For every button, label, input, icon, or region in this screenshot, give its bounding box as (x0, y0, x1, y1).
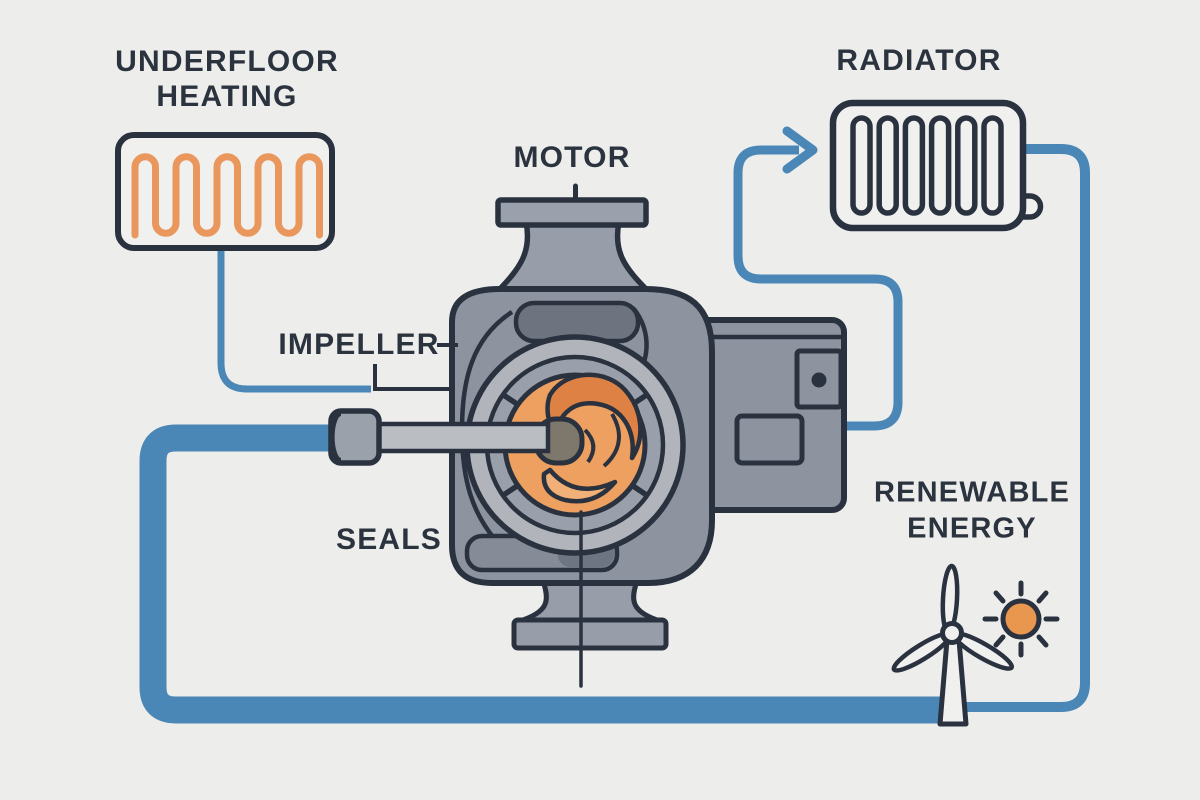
underfloor-heating-icon (115, 132, 335, 251)
motor-nameplate (734, 413, 805, 466)
heating-coil-icon (131, 153, 323, 239)
label-motor: MOTOR (513, 141, 631, 174)
label-renewable-energy-line1: RENEWABLE (873, 476, 1071, 509)
label-impeller: IMPELLER (278, 328, 440, 361)
label-renewable-energy-line2: ENERGY (907, 512, 1037, 545)
pump-illustration (328, 183, 847, 651)
turbine-tower (937, 637, 969, 727)
pump-base (511, 578, 669, 651)
motor-housing (691, 317, 847, 513)
radiator-icon (829, 99, 1044, 232)
label-radiator: RADIATOR (836, 44, 1002, 77)
impeller-leader-line (373, 364, 450, 391)
radiator-fins (850, 115, 1004, 216)
pipe-radiator-return (952, 144, 1090, 712)
shaft-coupling (328, 408, 382, 466)
flow-arrow-icon (782, 126, 818, 174)
pump-top-flange (495, 197, 649, 228)
pipe-underfloor (217, 251, 371, 393)
pipe-thick-return (139, 424, 941, 724)
pump-neck (495, 219, 651, 294)
sun-icon (982, 580, 1060, 658)
label-seals: SEALS (335, 523, 443, 556)
label-underfloor-heating-line2: HEATING (156, 80, 298, 113)
label-underfloor-heating-line1: UNDERFLOOR (115, 45, 339, 78)
wind-turbine-icon (891, 563, 1015, 727)
pump-shaft (373, 421, 551, 454)
pipe-loop (139, 126, 1090, 724)
turbine-hub (940, 621, 964, 645)
pipe-supply (733, 145, 903, 431)
motor-bolt (811, 372, 827, 388)
